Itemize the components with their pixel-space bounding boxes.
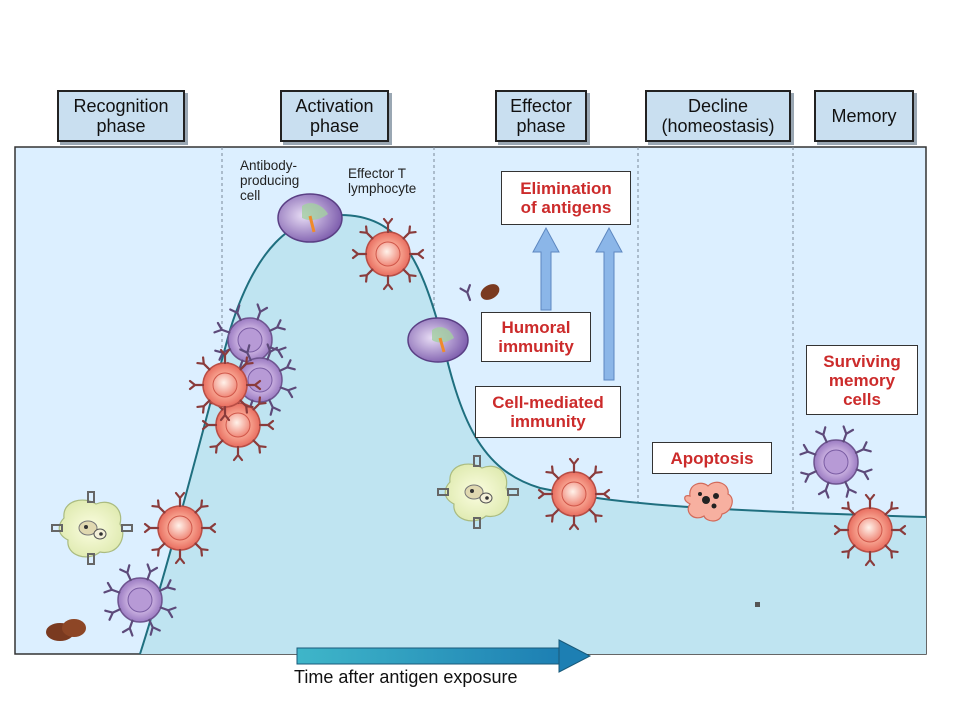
humoral-immunity-label: Humoral immunity [481,312,591,362]
apoptosis-label: Apoptosis [652,442,772,474]
elimination-arrow-1 [532,226,560,311]
plasma-cell-effector [407,317,469,363]
phase-effector: Effector phase [495,90,587,142]
surviving-memory-cells-label: Surviving memory cells [806,345,918,415]
elimination-of-antigens-label: Elimination of antigens [501,171,631,225]
apoptotic-cell [684,481,733,522]
phase-activation: Activation phase [280,90,389,142]
phase-memory: Memory [814,90,914,142]
antigen-particles [46,619,86,641]
antigen-effector [480,284,500,300]
time-arrow [296,639,592,673]
response-curve [139,213,927,655]
plasma-cell [277,193,343,243]
phase-recognition: Recognition phase [57,90,185,142]
antibody-producing-cell-label: Antibody- producing cell [240,158,300,203]
scan-speck [755,602,760,607]
x-axis-label: Time after antigen exposure [294,667,518,687]
elimination-arrow-2 [595,226,623,381]
effector-t-lymphocyte-label: Effector T lymphocyte [348,166,417,196]
phase-decline: Decline (homeostasis) [645,90,791,142]
response-curve-fill [140,215,926,654]
cell-mediated-immunity-label: Cell-mediated immunity [475,386,621,438]
